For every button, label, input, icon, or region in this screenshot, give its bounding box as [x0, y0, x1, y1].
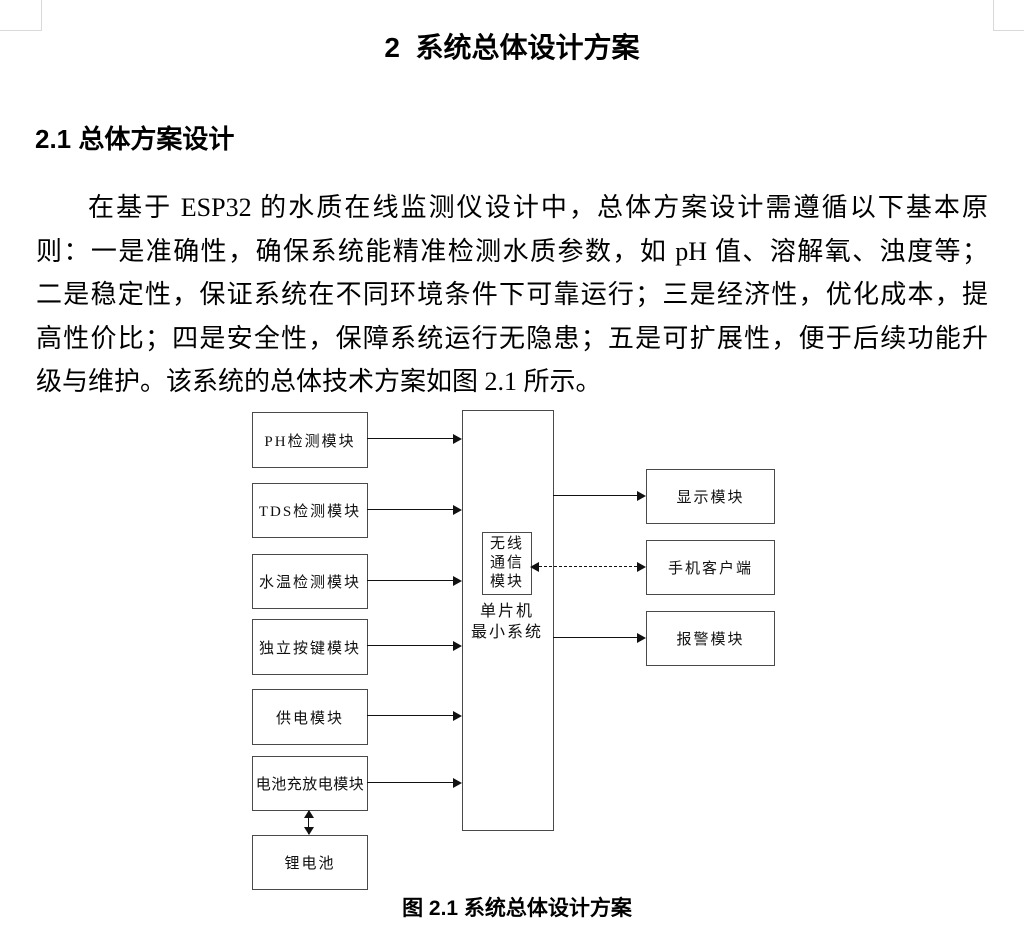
paragraph-line-5: 级与维护。该系统的总体技术方案如图 2.1 所示。: [36, 367, 602, 397]
arrowhead-right-icon: [453, 505, 462, 515]
paragraph-line-4: 高性价比；四是安全性，保障系统运行无隐患；五是可扩展性，便于后续功能升: [36, 323, 988, 353]
arrow-shaft: [367, 509, 454, 510]
box-mcu-minimal-system: [462, 410, 554, 831]
arrow-tds-to-mcu: [366, 504, 462, 516]
box-label: 锂电池: [284, 856, 336, 872]
box-label: 显示模块: [676, 490, 745, 506]
arrow-mcu-to-display: [552, 490, 646, 502]
box-ph-detect-module: PH检测模块: [252, 412, 368, 468]
box-water-temp-module: 水温检测模块: [252, 554, 368, 609]
box-power-supply-module: 供电模块: [252, 689, 368, 745]
box-independent-key-module: 独立按键模块: [252, 619, 368, 675]
chapter-title: 2 系统总体设计方案: [384, 32, 640, 63]
arrow-charge-to-mcu: [366, 777, 462, 789]
arrow-shaft: [553, 637, 638, 638]
arrow-wireless-client-bidirectional: [530, 561, 646, 573]
arrow-shaft: [367, 645, 454, 646]
box-label: 无线 通信 模块: [490, 535, 524, 592]
figure-caption: 图 2.1 系统总体设计方案: [402, 897, 632, 920]
arrow-shaft: [367, 438, 454, 439]
box-mobile-client: 手机客户端: [646, 540, 775, 595]
box-alarm-module: 报警模块: [646, 611, 775, 666]
paragraph-line-3: 二是稳定性，保证系统在不同环境条件下可靠运行；三是经济性，优化成本，提: [36, 280, 988, 310]
arrowhead-right-icon: [637, 491, 646, 501]
paragraph-line-1: 在基于 ESP32 的水质在线监测仪设计中，总体方案设计需遵循以下基本原: [88, 193, 988, 222]
wireless-label-line: 模块: [489, 574, 524, 590]
margin-corner-mark-left: [0, 0, 42, 31]
arrow-power-to-mcu: [366, 710, 462, 722]
box-battery-charge-discharge-module: 电池充放电模块: [252, 756, 368, 811]
box-label: 电池充放电模块: [255, 777, 365, 793]
box-label: 独立按键模块: [258, 640, 361, 657]
arrowhead-right-icon: [637, 562, 646, 572]
box-tds-detect-module: TDS检测模块: [252, 483, 368, 538]
box-wireless-comm-module: 无线 通信 模块: [482, 532, 532, 595]
arrow-shaft: [367, 782, 454, 783]
arrow-mcu-to-alarm: [552, 632, 646, 644]
arrow-ph-to-mcu: [366, 433, 462, 445]
mcu-label-line: 单片机: [479, 603, 534, 620]
arrowhead-right-icon: [453, 641, 462, 651]
box-label: 水温检测模块: [258, 575, 361, 591]
wireless-label-line: 无线: [489, 536, 524, 552]
arrow-shaft: [553, 495, 638, 496]
arrow-shaft: [367, 580, 454, 581]
arrowhead-up-icon: [304, 810, 314, 818]
mcu-label-line: 最小系统: [470, 624, 543, 641]
paragraph-line-2: 则：一是准确性，确保系统能精准检测水质参数，如 pH 值、溶解氧、浊度等；: [36, 236, 988, 266]
arrowhead-right-icon: [453, 711, 462, 721]
arrowhead-down-icon: [304, 827, 314, 835]
arrow-charge-battery-bidirectional: [303, 810, 315, 835]
arrowhead-right-icon: [453, 778, 462, 788]
box-lithium-battery: 锂电池: [252, 835, 368, 890]
box-display-module: 显示模块: [646, 469, 775, 524]
box-label: 供电模块: [275, 710, 344, 727]
section-heading: 2.1 总体方案设计: [35, 124, 235, 154]
margin-corner-mark-right: [993, 0, 1024, 31]
mcu-label: 单片机 最小系统: [462, 601, 552, 643]
arrow-shaft-dashed: [539, 566, 637, 567]
body-paragraph: 在基于 ESP32 的水质在线监测仪设计中，总体方案设计需遵循以下基本原 则：一…: [36, 186, 988, 404]
box-label: 手机客户端: [667, 561, 753, 577]
arrowhead-right-icon: [453, 434, 462, 444]
wireless-label-line: 通信: [489, 555, 524, 571]
arrowhead-right-icon: [637, 633, 646, 643]
arrow-shaft: [308, 811, 309, 834]
arrowhead-left-icon: [530, 562, 539, 572]
arrow-key-to-mcu: [366, 640, 462, 652]
box-label: 报警模块: [676, 632, 745, 648]
arrow-shaft: [367, 715, 454, 716]
box-label: TDS检测模块: [258, 504, 362, 520]
arrowhead-right-icon: [453, 576, 462, 586]
box-label: PH检测模块: [264, 433, 356, 450]
arrow-watertemp-to-mcu: [366, 575, 462, 587]
